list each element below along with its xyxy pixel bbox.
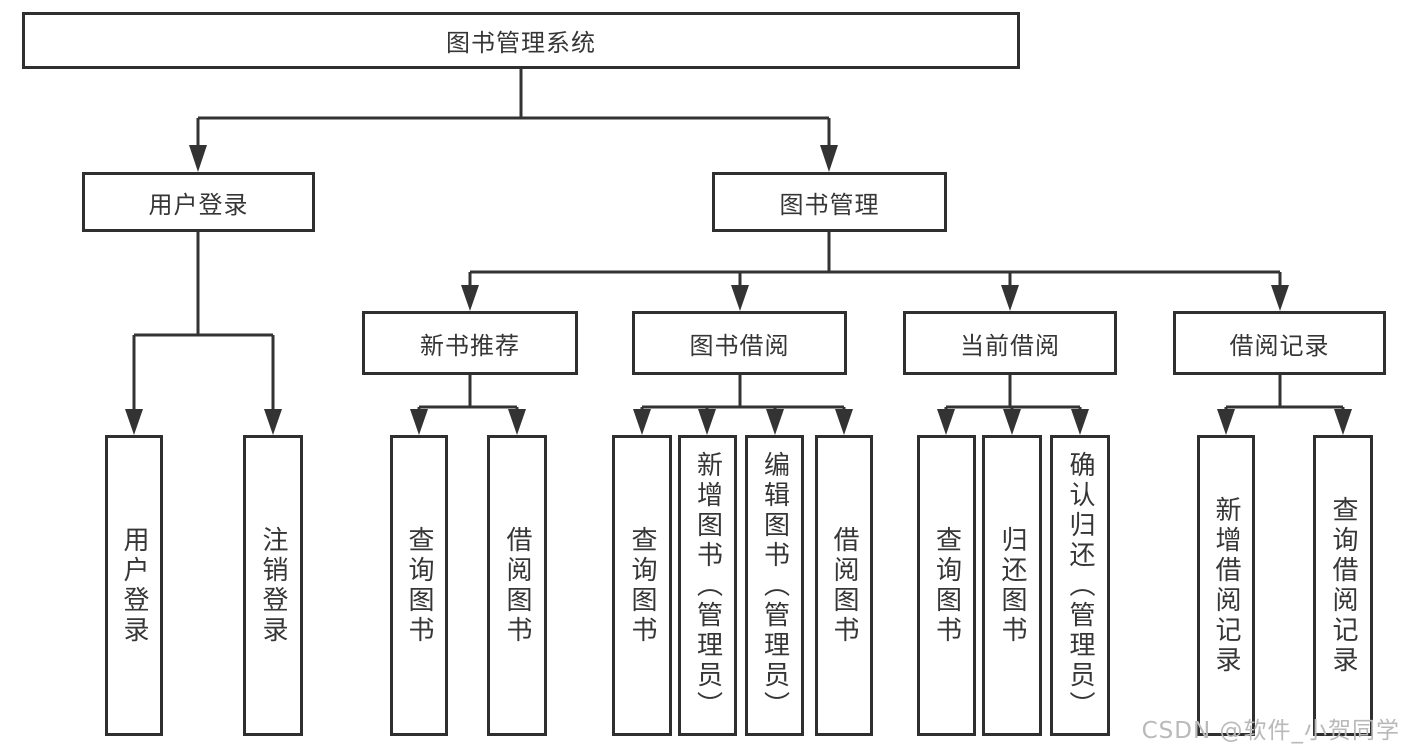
arrow-to-leaf-user-login xyxy=(125,409,143,435)
leaf-nbr-borrow-book: 借阅图书 xyxy=(487,435,547,736)
leaf-bb-borrow-book-label: 借阅图书 xyxy=(829,525,859,646)
leaf-bb-edit-book-admin-label: 编辑图书（管理员） xyxy=(759,450,790,721)
node-book-borrow-label: 图书借阅 xyxy=(689,331,790,360)
node-borrow-records-label: 借阅记录 xyxy=(1229,331,1330,360)
leaf-bb-edit-book-admin: 编辑图书（管理员） xyxy=(745,435,804,736)
connector-new-book-recommend-split xyxy=(410,375,526,435)
leaf-br-query-record-label: 查询借阅记录 xyxy=(1328,495,1358,676)
arrow-to-book-borrow xyxy=(731,285,749,311)
node-root: 图书管理系统 xyxy=(22,12,1020,69)
leaf-nbr-query-book-label: 查询图书 xyxy=(404,525,434,646)
leaf-cb-query-book-label: 查询图书 xyxy=(931,525,962,646)
connector-book-management-split xyxy=(461,232,1289,311)
leaf-user-login: 用户登录 xyxy=(105,435,163,736)
csdn-watermark: CSDN @软件_小贺同学 xyxy=(1141,718,1400,744)
leaf-bb-query-book-label: 查询图书 xyxy=(627,525,657,646)
connector-current-borrow-split xyxy=(937,375,1089,435)
connector-borrow-records-split xyxy=(1217,375,1352,435)
leaf-bb-add-book-admin-label: 新增图书（管理员） xyxy=(692,450,723,721)
leaf-logout: 注销登录 xyxy=(243,435,303,736)
arrow-to-user-login xyxy=(189,145,207,172)
connector-root-split xyxy=(189,68,838,172)
node-user-login-label: 用户登录 xyxy=(148,190,249,219)
arrow-to-leaf-logout xyxy=(264,409,282,435)
arrow-to-new-book-recommend xyxy=(461,285,479,311)
leaf-cb-return-book-label: 归还图书 xyxy=(997,525,1027,646)
node-user-login: 用户登录 xyxy=(82,172,315,232)
node-current-borrow: 当前借阅 xyxy=(903,311,1117,375)
leaf-cb-return-book: 归还图书 xyxy=(982,435,1042,736)
leaf-cb-confirm-return-admin: 确认归还（管理员） xyxy=(1050,435,1110,736)
node-new-book-recommend-label: 新书推荐 xyxy=(420,331,520,360)
node-book-borrow: 图书借阅 xyxy=(632,311,847,375)
leaf-user-login-label: 用户登录 xyxy=(119,525,149,646)
leaf-nbr-borrow-book-label: 借阅图书 xyxy=(502,525,532,646)
leaf-br-query-record: 查询借阅记录 xyxy=(1313,435,1373,736)
leaf-nbr-query-book: 查询图书 xyxy=(390,435,448,736)
leaf-br-add-record: 新增借阅记录 xyxy=(1197,435,1255,736)
arrow-to-book-management xyxy=(820,145,838,172)
leaf-bb-borrow-book: 借阅图书 xyxy=(815,435,873,736)
arrow-to-current-borrow xyxy=(1001,285,1019,311)
connector-user-login-split xyxy=(125,232,282,435)
leaf-logout-label: 注销登录 xyxy=(258,525,288,646)
node-book-management: 图书管理 xyxy=(712,172,947,232)
leaf-cb-query-book: 查询图书 xyxy=(917,435,976,736)
leaf-br-add-record-label: 新增借阅记录 xyxy=(1211,495,1241,676)
leaf-bb-query-book: 查询图书 xyxy=(612,435,672,736)
node-new-book-recommend: 新书推荐 xyxy=(362,311,578,375)
arrow-to-borrow-records xyxy=(1271,285,1289,311)
node-borrow-records: 借阅记录 xyxy=(1173,311,1386,375)
node-current-borrow-label: 当前借阅 xyxy=(960,331,1060,360)
leaf-bb-add-book-admin: 新增图书（管理员） xyxy=(678,435,737,736)
node-root-label: 图书管理系统 xyxy=(446,29,596,57)
connector-book-borrow-split xyxy=(633,375,853,435)
leaf-cb-confirm-return-admin-label: 确认归还（管理员） xyxy=(1065,450,1095,721)
node-book-management-label: 图书管理 xyxy=(779,190,880,219)
